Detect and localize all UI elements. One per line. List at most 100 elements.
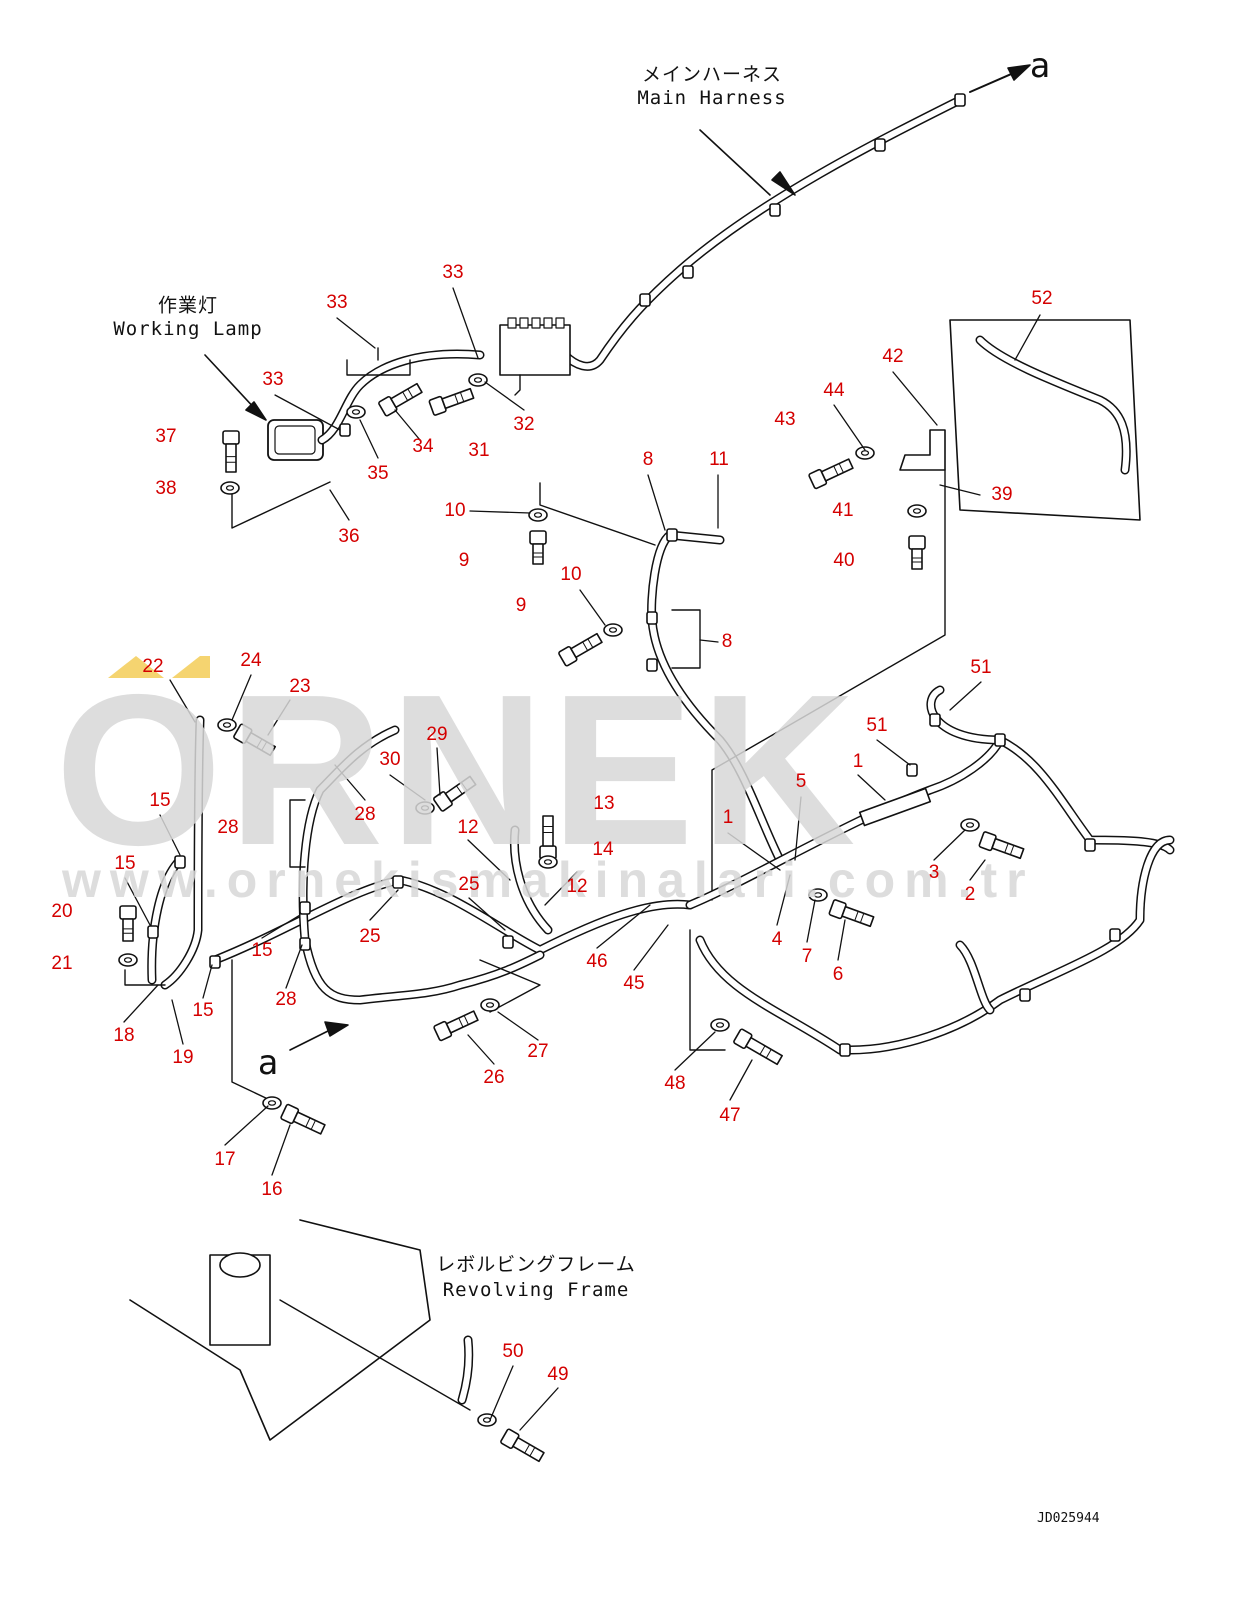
washer-41-icon-hole [912,508,922,514]
part-label-4: 4 [771,929,783,950]
main-harness-caption-jp: メインハーネス [641,63,783,86]
harness-clamp-4 [954,93,966,107]
junction-pin-1 [519,317,529,329]
right-harness-d [697,937,843,1053]
clamp-8b [646,611,658,625]
part-label-3: 3 [928,862,940,883]
label-leader-9 [452,287,479,359]
working-lamp-lens [274,425,316,455]
leader-27 [479,959,541,1013]
lower-harness [212,877,693,963]
bracket-33 [346,359,411,376]
right-clamp-2 [994,733,1006,747]
part-label-45: 45 [623,973,645,994]
part-label-8: 8 [642,449,654,470]
label-leader-51 [489,1365,514,1421]
part-label-16: 16 [261,1179,283,1200]
washer-14-icon-hole [543,859,553,865]
washer-10b-icon-hole [608,627,618,633]
ground-cable [459,1337,472,1403]
label-leader-7 [579,589,606,626]
working-lamp-leader [204,354,259,413]
label-leader-3 [939,484,981,496]
label-leader-27 [124,877,151,926]
panel-52 [949,319,1141,521]
washer-7-icon-hole [813,892,823,898]
part-label-2: 2 [964,884,976,905]
part-label-31: 31 [468,440,490,461]
part-label-28: 28 [275,989,297,1010]
watermark-logo: ORNEK [55,649,862,890]
part-label-25: 25 [458,874,480,895]
bolt-9b-icon [558,632,603,667]
part-label-42: 42 [882,346,904,367]
part-label-34: 34 [412,436,434,457]
junction-pin-2 [531,317,541,329]
leader-10 [539,482,656,546]
label-leader-1 [892,371,938,426]
junction-block [499,324,571,376]
label-leader-12 [329,489,350,521]
bolt-47-icon [733,1028,783,1066]
harness-22 [162,717,203,988]
part-label-7: 7 [801,946,813,967]
part-label-24: 24 [240,650,262,671]
leader-49 [279,1299,471,1411]
part-label-49: 49 [547,1364,569,1385]
part-1-tube [858,787,932,827]
bolt-37-icon [222,430,240,473]
part-label-15: 15 [251,940,273,961]
washer-38-icon-hole [225,485,235,491]
part-label-25: 25 [359,926,381,947]
label-leader-18 [267,699,291,736]
label-leader-4 [647,474,666,531]
clamp-8c [646,658,658,672]
lower-clamp-1 [147,925,159,939]
leader-39 [711,469,946,901]
part-label-33: 33 [442,262,464,283]
clamp-8a [666,528,678,542]
harness-clamp-3 [639,293,651,307]
label-leader-45 [674,1031,716,1071]
label-leader-15 [484,381,525,411]
lamp-clamp [339,423,351,437]
leader-48 [689,929,726,1051]
leader-21 [124,969,166,986]
washer-35-icon-hole [351,409,361,415]
connector-a-arrowhead-icon [1007,64,1031,81]
label-leader-17 [231,674,252,721]
right-harness-c [847,837,1173,1053]
part-label-28: 28 [217,817,239,838]
label-leader-40 [969,859,986,881]
part-label-14: 14 [592,839,614,860]
right-clamp-4 [1109,928,1121,942]
center-harness [648,532,783,863]
part-label-33: 33 [326,292,348,313]
part-label-18: 18 [113,1025,135,1046]
label-leader-44 [633,924,669,971]
part-label-9: 9 [515,595,527,616]
label-leader-29 [171,999,184,1045]
connector-a-bottom-arrowhead-icon [324,1021,349,1037]
label-leader-8 [699,639,719,643]
label-leader-50 [271,1124,291,1176]
part-label-26: 26 [483,1067,505,1088]
label-leader-35 [857,774,886,801]
main-harness-leader [699,129,771,196]
label-leader-23 [544,871,578,906]
bolt-40-icon [908,535,926,570]
bracket-28 [289,799,306,868]
washer-21-icon-hole [123,957,133,963]
working-lamp-arrow-icon [245,401,267,421]
revolving-frame-outline [129,1219,431,1441]
connector-mark-bottom: a [257,1043,279,1083]
right-clamp-3 [1084,838,1096,852]
bolt-34-icon [378,382,423,417]
part-label-12: 12 [457,817,479,838]
part-label-13: 13 [593,793,615,814]
lower-clamp-6 [502,935,514,949]
washer-17-icon-hole [267,1100,277,1106]
label-leader-31 [202,964,213,999]
connector-a-bottom-line [289,1029,331,1051]
bolt-6-icon [828,899,875,928]
